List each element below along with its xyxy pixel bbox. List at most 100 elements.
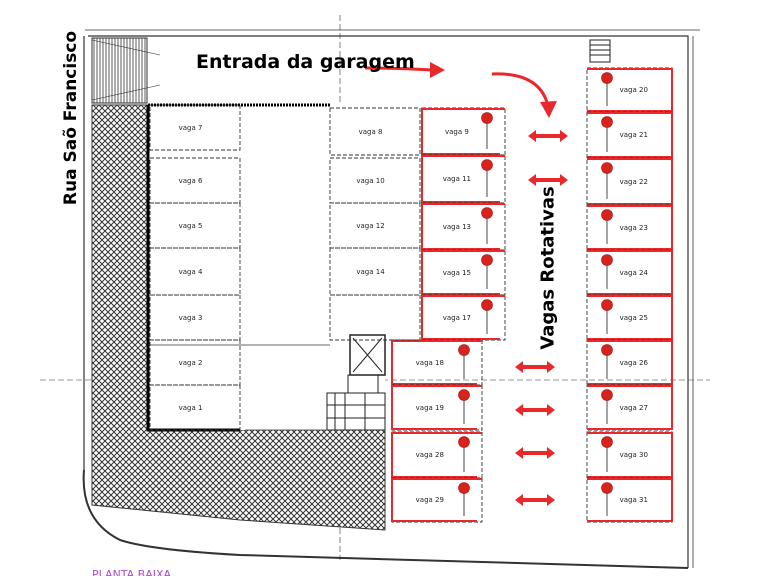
highlight-border xyxy=(391,385,482,430)
space-label: vaga 27 xyxy=(619,403,648,412)
plan-title: PLANTA BAIXA xyxy=(92,568,172,576)
highlight-border xyxy=(391,340,482,385)
arrows xyxy=(364,62,568,506)
space-label: vaga 5 xyxy=(178,221,203,230)
map-pin-icon xyxy=(458,389,470,401)
curved-arrow-icon xyxy=(491,72,557,118)
space-label: vaga 19 xyxy=(415,403,444,412)
map-pin-icon xyxy=(601,389,613,401)
space-label: vaga 29 xyxy=(415,496,444,504)
space-outline xyxy=(329,294,421,341)
space-label: vaga 28 xyxy=(415,451,444,459)
space-label: vaga 31 xyxy=(619,496,648,504)
map-pin-icon xyxy=(458,482,470,494)
map-pin-icon xyxy=(601,162,613,174)
highlight-border xyxy=(391,432,482,478)
space-label: vaga 11 xyxy=(442,175,472,183)
space-label: vaga 12 xyxy=(356,221,385,230)
map-pin-icon xyxy=(481,112,493,124)
highlight-border xyxy=(587,432,673,478)
parking-space xyxy=(149,157,241,204)
space-label: vaga 13 xyxy=(442,222,472,231)
parking-space xyxy=(149,104,241,151)
space-label: vaga 18 xyxy=(415,358,444,367)
double-arrow-icon xyxy=(515,494,555,506)
highlight-border xyxy=(391,478,482,522)
space-label: vaga 1 xyxy=(178,403,203,412)
parking-space xyxy=(586,477,673,523)
double-arrow-icon xyxy=(528,130,568,142)
highlight-border xyxy=(421,250,505,295)
space-label: vaga 24 xyxy=(619,268,648,277)
space-label: vaga 15 xyxy=(442,268,472,277)
highlight-border xyxy=(587,295,673,340)
stairs-elevator xyxy=(326,39,611,431)
highlight-border xyxy=(587,205,673,250)
parking-space xyxy=(329,107,421,156)
entry-arrow-icon xyxy=(364,62,445,78)
map-pin-icon xyxy=(458,436,470,448)
ramp xyxy=(91,37,148,104)
parking-space xyxy=(586,431,673,479)
highlight-border xyxy=(421,108,505,155)
highlight-border xyxy=(587,112,673,158)
entrance-label: Entrada da garagem xyxy=(196,51,415,73)
map-pin-icon xyxy=(458,344,470,356)
map-pin-icon xyxy=(481,159,493,171)
parking-space xyxy=(391,477,483,523)
parking-space xyxy=(586,294,673,341)
parking-space xyxy=(421,154,506,204)
highlight-border xyxy=(587,385,673,430)
parking-space xyxy=(586,111,673,159)
space-label: vaga 25 xyxy=(619,313,648,322)
highlight-border xyxy=(421,155,505,203)
map-pin-icon xyxy=(601,209,613,221)
map-pin-icon xyxy=(601,72,613,84)
highlight-border xyxy=(587,68,673,112)
map-pin-icon xyxy=(601,116,613,128)
map-pin-icon xyxy=(601,254,613,266)
map-pin-icon xyxy=(601,299,613,311)
map-pin-icon xyxy=(481,207,493,219)
map-pin-icon xyxy=(481,299,493,311)
map-pin-icon xyxy=(481,254,493,266)
space-label: vaga 7 xyxy=(178,123,203,132)
parking-space xyxy=(586,204,673,251)
parking-space xyxy=(391,431,483,479)
highlight-border xyxy=(587,340,673,385)
map-pin-icon xyxy=(601,482,613,494)
space-label: vaga 17 xyxy=(442,313,472,322)
parking-space xyxy=(586,384,673,431)
space-label: vaga 3 xyxy=(178,313,203,322)
space-label: vaga 9 xyxy=(444,127,469,136)
parking-space xyxy=(586,339,673,386)
parking-space xyxy=(586,249,673,296)
double-arrow-icon xyxy=(515,447,555,459)
highlight-border xyxy=(587,478,673,522)
highlight-border xyxy=(587,158,673,205)
parking-space xyxy=(391,384,483,431)
space-label: vaga 22 xyxy=(619,177,648,186)
double-arrow-icon xyxy=(528,174,568,186)
double-arrow-icon xyxy=(515,361,555,373)
space-label: vaga 6 xyxy=(178,176,203,185)
space-label: vaga 21 xyxy=(619,131,648,139)
space-outline xyxy=(149,157,241,204)
space-label: vaga 4 xyxy=(178,267,203,276)
street-label: Rua Saõ Francisco xyxy=(61,30,81,206)
space-label: vaga 10 xyxy=(356,176,385,185)
space-label: vaga 23 xyxy=(619,223,648,232)
rotating-spaces-label: Vagas Rotativas xyxy=(537,186,559,350)
highlight-border xyxy=(587,250,673,295)
space-outline xyxy=(329,107,421,156)
space-label: vaga 26 xyxy=(619,358,648,367)
highlight-border xyxy=(421,203,505,250)
space-label: vaga 30 xyxy=(619,451,648,459)
space-outline xyxy=(149,104,241,151)
map-pin-icon xyxy=(601,436,613,448)
space-label: vaga 2 xyxy=(178,358,203,367)
space-label: vaga 8 xyxy=(358,127,383,136)
double-arrow-icon xyxy=(515,404,555,416)
